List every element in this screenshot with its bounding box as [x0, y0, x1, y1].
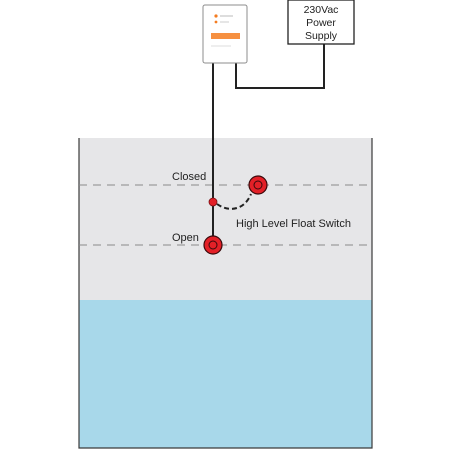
float-pivot [208, 197, 218, 207]
alarm-indicator-light [214, 14, 218, 18]
float-closed-outer [248, 175, 268, 195]
float-open-outer [203, 235, 223, 255]
closed-label: Closed [172, 171, 206, 183]
float-travel-arc [216, 193, 252, 210]
float-switch-label: High Level Float Switch [236, 218, 351, 230]
power-supply-line-1: 230Vac [304, 4, 339, 16]
tank-air-space [79, 138, 372, 300]
power-supply: 230Vac Power Supply [287, 0, 355, 45]
float-open-position [203, 235, 223, 255]
float-open-inner [208, 240, 218, 250]
alarm-status-light [214, 20, 218, 24]
level-alarm-unit [202, 4, 248, 64]
power-cable [235, 44, 325, 89]
power-supply-line-2: Power [306, 17, 336, 29]
float-closed-position [248, 175, 268, 195]
tank-outline [78, 138, 373, 449]
tank-water [79, 300, 372, 448]
power-supply-line-3: Supply [305, 30, 338, 42]
open-label: Open [172, 232, 199, 244]
power-supply-box [287, 0, 355, 45]
alarm-logo-badge [211, 33, 240, 39]
float-closed-inner [253, 180, 263, 190]
